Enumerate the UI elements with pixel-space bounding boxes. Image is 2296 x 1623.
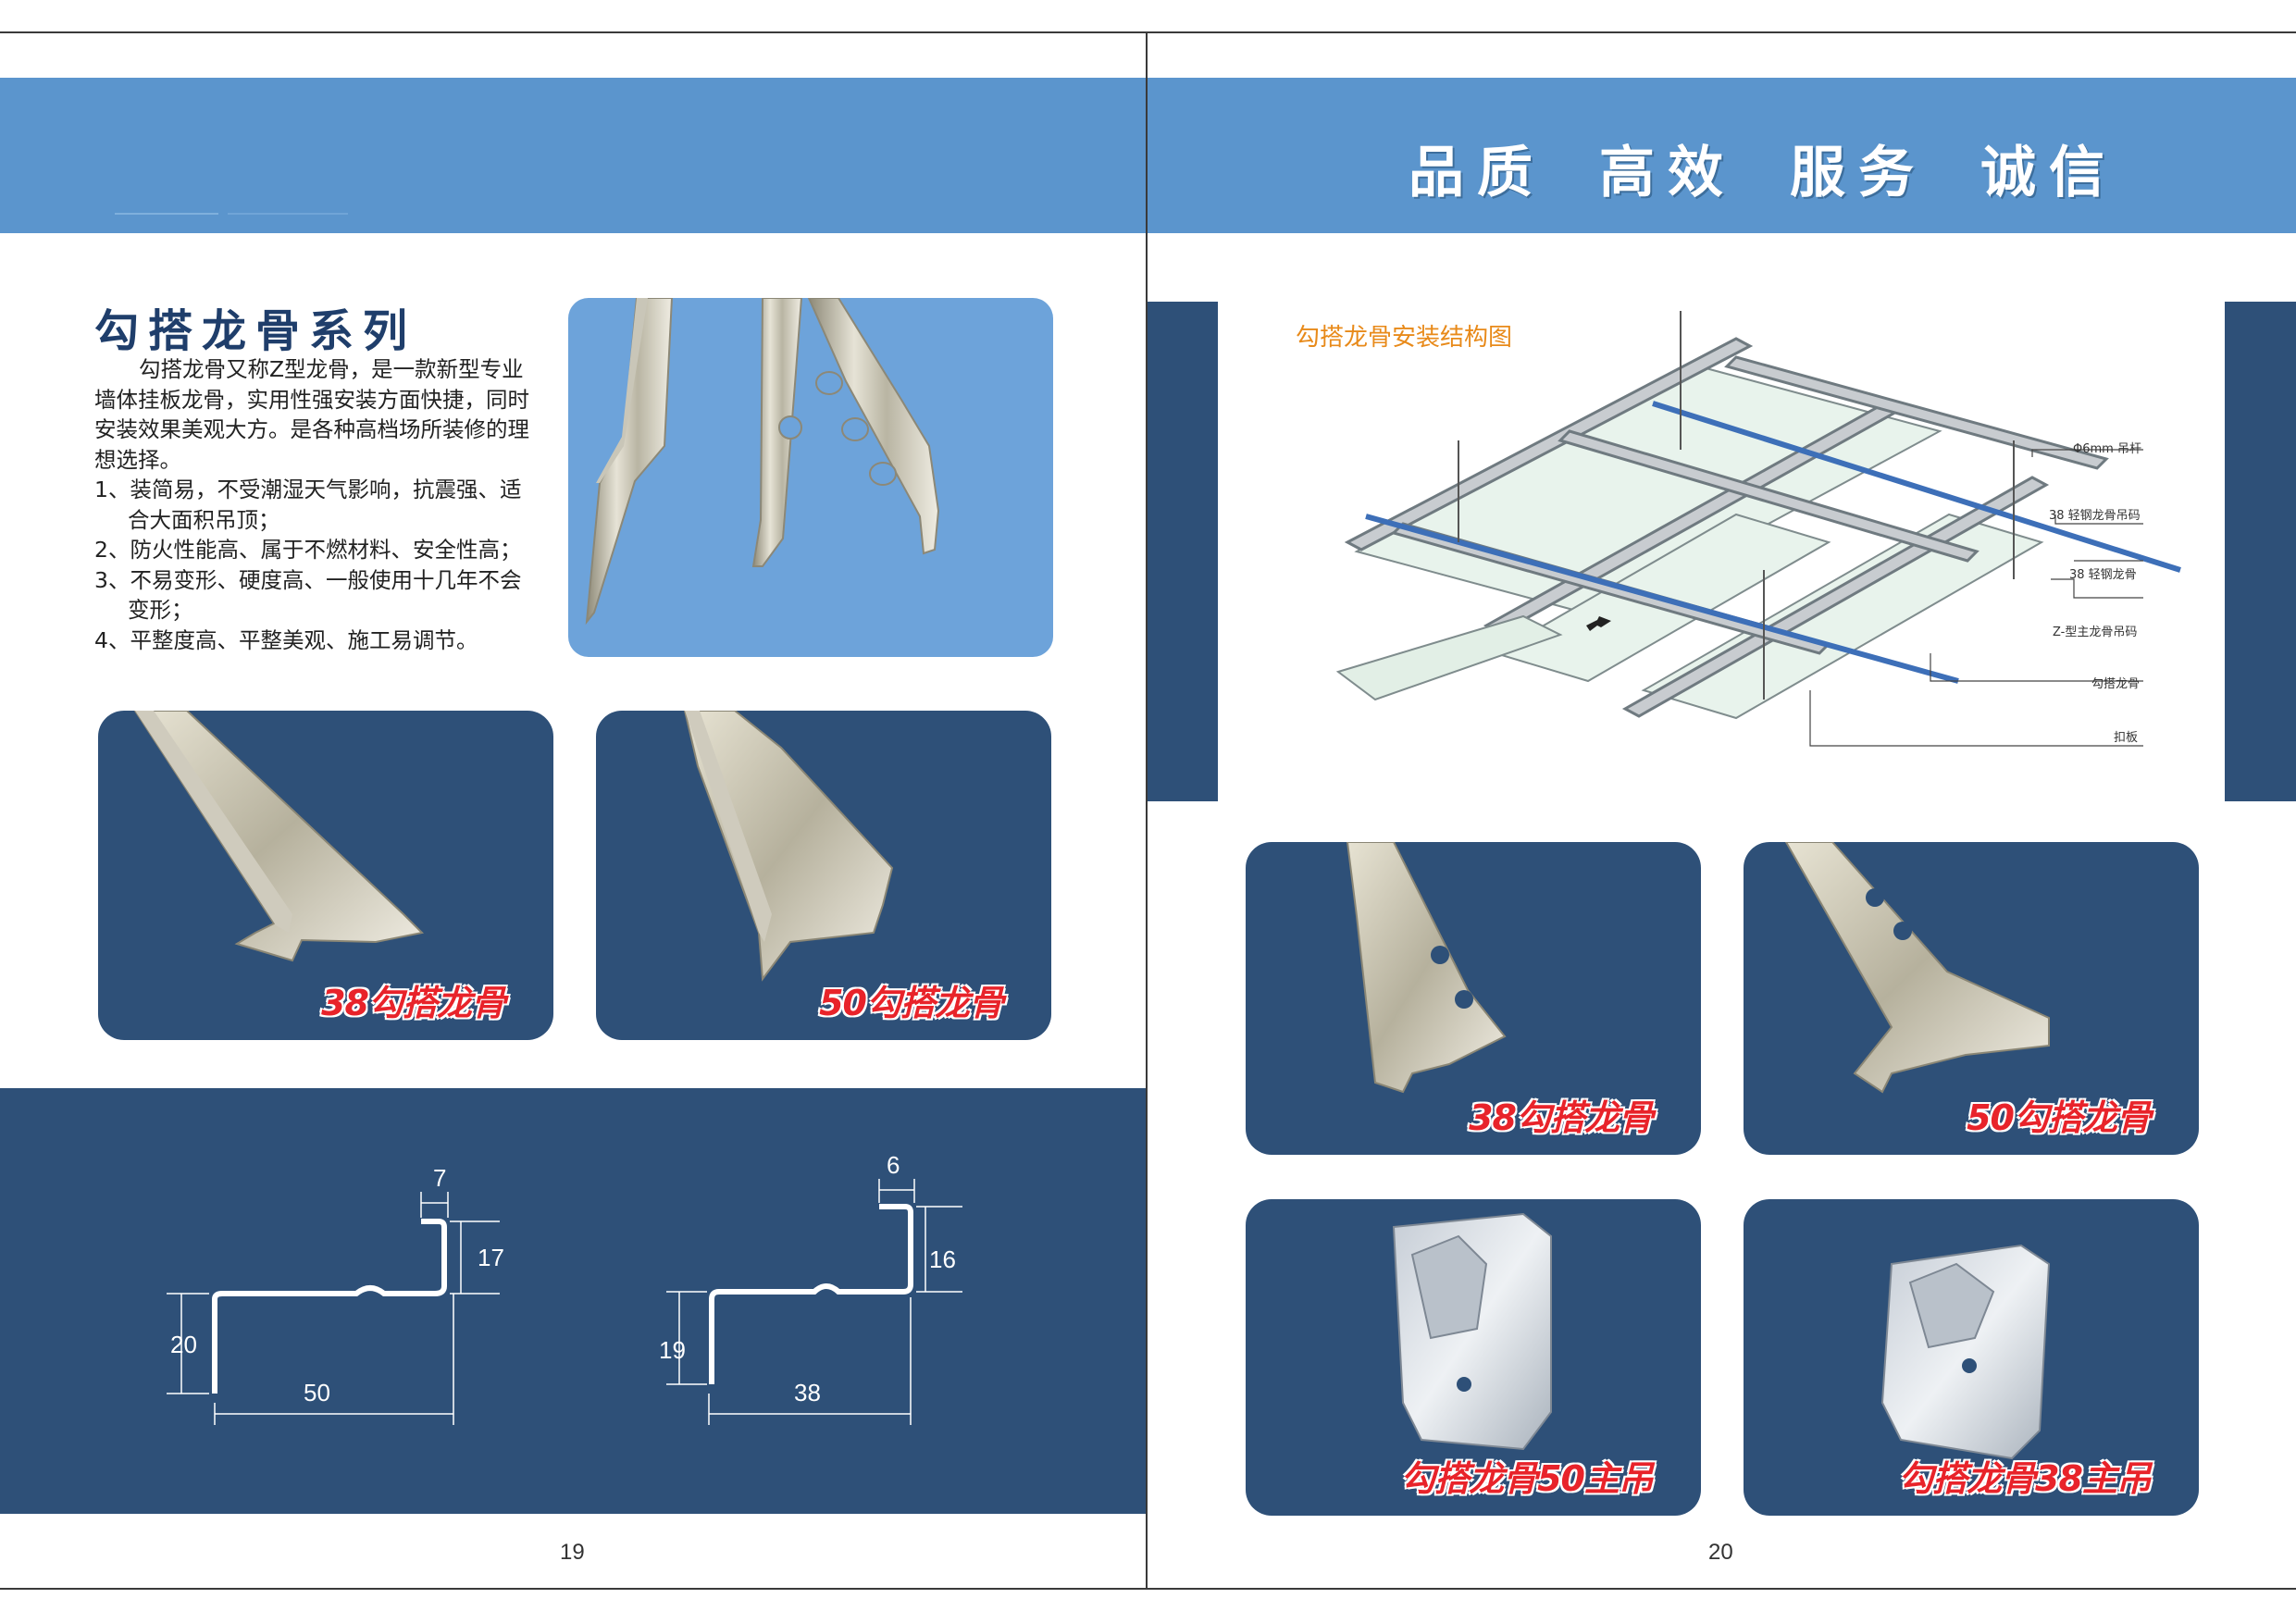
slogan-word: 高效 [1599, 141, 1736, 205]
profile-photo [1784, 842, 2050, 1094]
left-header-band [0, 78, 1146, 233]
dim-label: 38 [794, 1379, 821, 1406]
description-line: 2、防火性能高、属于不燃材料、安全性高； [94, 537, 522, 563]
product-card-38: 38勾搭龙骨 [1246, 842, 1701, 1155]
product-card-50: 50勾搭龙骨 [596, 711, 1051, 1040]
book-spine [1146, 31, 1148, 1590]
description-line: 1、装简易，不受潮湿天气影响，抗震强、适 [94, 477, 522, 502]
card-label: 38勾搭龙骨 [321, 983, 506, 1023]
description-line: 勾搭龙骨又称Z型龙骨，是一款新型专业 [139, 356, 524, 382]
dim-label: 16 [929, 1245, 956, 1273]
page-frame [0, 31, 2296, 1590]
card-label: 38勾搭龙骨 [1469, 1097, 1654, 1138]
product-description: 勾搭龙骨又称Z型龙骨，是一款新型专业 墙体挂板龙骨，实用性强安装方面快捷，同时 … [94, 354, 557, 655]
page-number: 19 [560, 1540, 585, 1565]
product-card-hanger-50: 勾搭龙骨50主吊 [1246, 1199, 1701, 1516]
slogan-word: 品质 [1409, 141, 1545, 205]
steel-profiles-image [585, 298, 940, 626]
right-header-band: 品质 高效 服务 诚信 [1148, 78, 2296, 233]
slogan-word: 诚信 [1980, 141, 2117, 205]
description-line: 4、平整度高、平整美观、施工易调节。 [94, 626, 478, 653]
header-rule [228, 213, 348, 215]
dim-label: 50 [304, 1379, 330, 1406]
hanger-photo [1880, 1244, 2051, 1460]
description-line: 想选择。 [94, 446, 181, 473]
profile-photo [1346, 842, 1507, 1094]
legend-label: Φ6mm 吊杆 [2073, 442, 2141, 456]
side-bar-right [2225, 302, 2296, 801]
side-bar-left [1148, 302, 1218, 801]
dim-label: 6 [887, 1151, 900, 1179]
dim-label: 17 [478, 1244, 504, 1271]
dim-label: 20 [170, 1331, 197, 1358]
legend-label: Z-型主龙骨吊码 [2053, 626, 2138, 639]
description-line: 安装效果美观大方。是各种高档场所装修的理 [94, 416, 529, 442]
drawings-band: 7 17 20 50 6 16 19 38 [0, 1088, 1146, 1514]
card-label: 50勾搭龙骨 [819, 983, 1004, 1023]
card-label: 勾搭龙骨50主吊 [1400, 1458, 1654, 1499]
description-line: 合大面积吊顶； [128, 506, 280, 533]
dim-label: 7 [433, 1164, 447, 1192]
product-card-38: 38勾搭龙骨 [98, 711, 553, 1040]
section-title: 勾搭龙骨系列 [94, 305, 417, 357]
legend-label: 勾搭龙骨 [2091, 677, 2141, 691]
slogan-word: 服务 [1790, 141, 1927, 205]
diagram-title: 勾搭龙骨安装结构图 [1296, 324, 1513, 352]
profile-drawings [167, 1179, 962, 1425]
profile-photo [683, 711, 894, 982]
legend-label: 扣板 [2114, 731, 2139, 745]
legend-label: 38 轻钢龙骨吊码 [2049, 509, 2141, 523]
header-rule [115, 213, 218, 215]
product-card-50: 50勾搭龙骨 [1744, 842, 2199, 1155]
legend-label: 38 轻钢龙骨 [2069, 568, 2137, 582]
ceiling-structure-drawing [1335, 311, 2181, 747]
card-label: 勾搭龙骨38主吊 [1898, 1458, 2152, 1499]
product-card-hanger-38: 勾搭龙骨38主吊 [1744, 1199, 2199, 1516]
hero-photo [568, 298, 1053, 657]
slogan: 品质 高效 服务 诚信 [1409, 128, 2117, 208]
page-number: 20 [1708, 1540, 1733, 1565]
description-line: 变形； [128, 597, 193, 623]
installation-diagram: 勾搭龙骨安装结构图 [1218, 302, 2225, 801]
hanger-photo [1392, 1212, 1552, 1451]
description-line: 墙体挂板龙骨，实用性强安装方面快捷，同时 [94, 386, 529, 413]
dim-label: 19 [659, 1336, 686, 1364]
card-label: 50勾搭龙骨 [1967, 1097, 2152, 1138]
profile-photo [133, 711, 425, 962]
description-line: 3、不易变形、硬度高、一般使用十几年不会 [94, 566, 522, 593]
